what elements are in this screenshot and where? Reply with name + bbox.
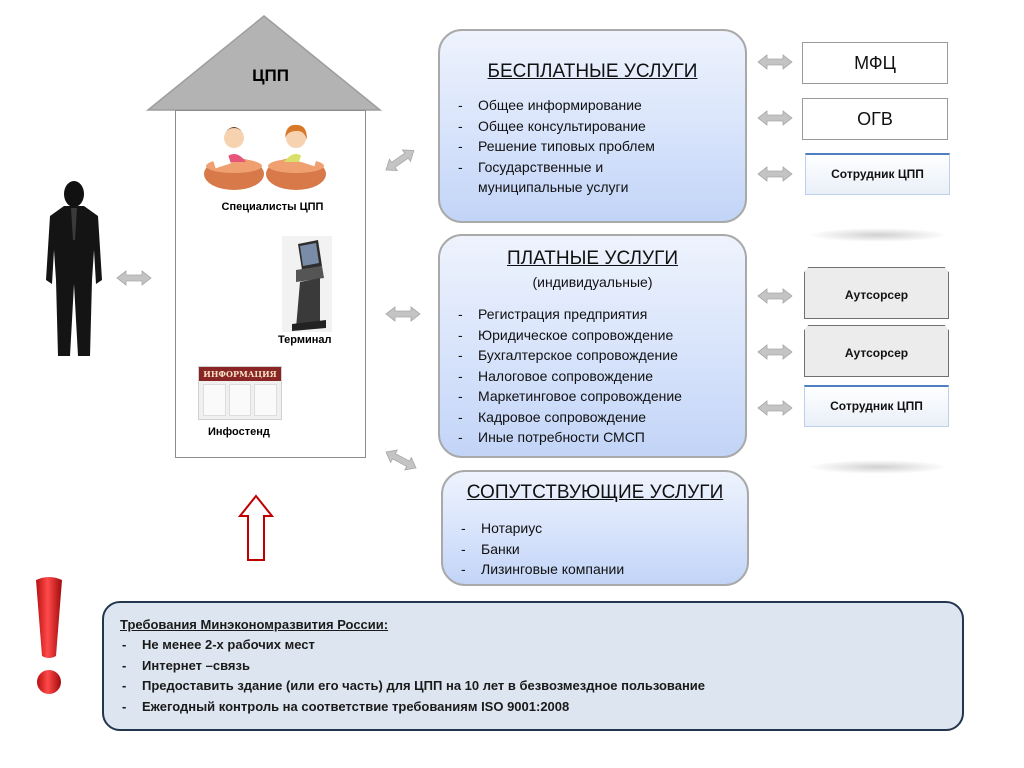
list-item: Бухгалтерское сопровождение <box>440 345 745 366</box>
infostand-board: ИНФОРМАЦИЯ <box>198 366 282 420</box>
employee-box-1: Сотрудник ЦПП <box>805 153 950 195</box>
outsourcer-box-1: Аутсорсер <box>804 267 949 319</box>
list-item: Иные потребности СМСП <box>440 427 745 448</box>
paid-services-list: Регистрация предприятия Юридическое сопр… <box>440 304 745 448</box>
exclamation-icon <box>36 577 62 694</box>
house-title: ЦПП <box>252 66 289 85</box>
list-item: Ежегодный контроль на соответствие требо… <box>120 697 962 718</box>
paid-services-title: ПЛАТНЫЕ УСЛУГИ <box>506 248 679 269</box>
free-ogv-arrow <box>757 110 793 126</box>
free-mfc-arrow <box>757 54 793 70</box>
house-related-arrow <box>382 445 420 475</box>
list-item: Государственные и муниципальные услуги <box>440 157 745 198</box>
list-item: Маркетинговое сопровождение <box>440 386 745 407</box>
list-item: Налоговое сопровождение <box>440 366 745 387</box>
free-employee-arrow <box>757 166 793 182</box>
list-item: Интернет –связь <box>120 656 962 677</box>
list-item: Общее консультирование <box>440 116 745 137</box>
list-item: Юридическое сопровождение <box>440 325 745 346</box>
businessman-silhouette-icon <box>46 181 102 356</box>
related-services-title: СОПУТСТВУЮЩИЕ УСЛУГИ <box>466 482 724 503</box>
house-free-arrow <box>381 144 419 177</box>
list-item: Банки <box>443 539 747 560</box>
outsourcer-box-2: Аутсорсер <box>804 325 949 377</box>
house-paid-arrow <box>385 306 421 322</box>
paid-services-subtitle: (индивидуальные) <box>532 274 653 290</box>
terminal-kiosk-icon <box>282 236 332 332</box>
list-item: Предоставить здание (или его часть) для … <box>120 676 962 697</box>
free-services-list: Общее информирование Общее консультирова… <box>440 95 745 198</box>
specialists-icon <box>204 124 326 190</box>
list-item: Лизинговые компании <box>443 559 747 580</box>
person-house-arrow <box>116 270 152 286</box>
specialists-caption: Специалисты ЦПП <box>221 201 324 213</box>
paid-services-box: ПЛАТНЫЕ УСЛУГИ (индивидуальные) Регистра… <box>438 234 747 458</box>
list-item: Решение типовых проблем <box>440 136 745 157</box>
list-item: Не менее 2-х рабочих мест <box>120 635 962 656</box>
related-services-list: Нотариус Банки Лизинговые компании <box>443 518 747 580</box>
infostand-sign: ИНФОРМАЦИЯ <box>199 367 281 381</box>
mfc-box: МФЦ <box>802 42 948 84</box>
list-item: Общее информирование <box>440 95 745 116</box>
free-services-title: БЕСПЛАТНЫЕ УСЛУГИ <box>487 61 698 82</box>
red-up-arrow-icon <box>238 494 274 561</box>
list-item: Нотариус <box>443 518 747 539</box>
related-services-box: СОПУТСТВУЮЩИЕ УСЛУГИ Нотариус Банки Лизи… <box>441 470 749 586</box>
requirements-title: Требования Минэкономразвития России: <box>120 617 389 632</box>
ogv-box: ОГВ <box>802 98 948 140</box>
infostand-caption: Инфостенд <box>208 426 270 438</box>
list-item: Кадровое сопровождение <box>440 407 745 428</box>
requirements-list: Не менее 2-х рабочих мест Интернет –связ… <box>120 635 962 717</box>
paid-employee-arrow <box>757 400 793 416</box>
shadow-1 <box>808 228 948 242</box>
list-item: Регистрация предприятия <box>440 304 745 325</box>
terminal-caption: Терминал <box>278 334 332 346</box>
shadow-2 <box>808 460 948 474</box>
paid-outsourcer1-arrow <box>757 288 793 304</box>
free-services-box: БЕСПЛАТНЫЕ УСЛУГИ Общее информирование О… <box>438 29 747 223</box>
paid-outsourcer2-arrow <box>757 344 793 360</box>
employee-box-2: Сотрудник ЦПП <box>804 385 949 427</box>
requirements-box: Требования Минэкономразвития России: Не … <box>102 601 964 731</box>
